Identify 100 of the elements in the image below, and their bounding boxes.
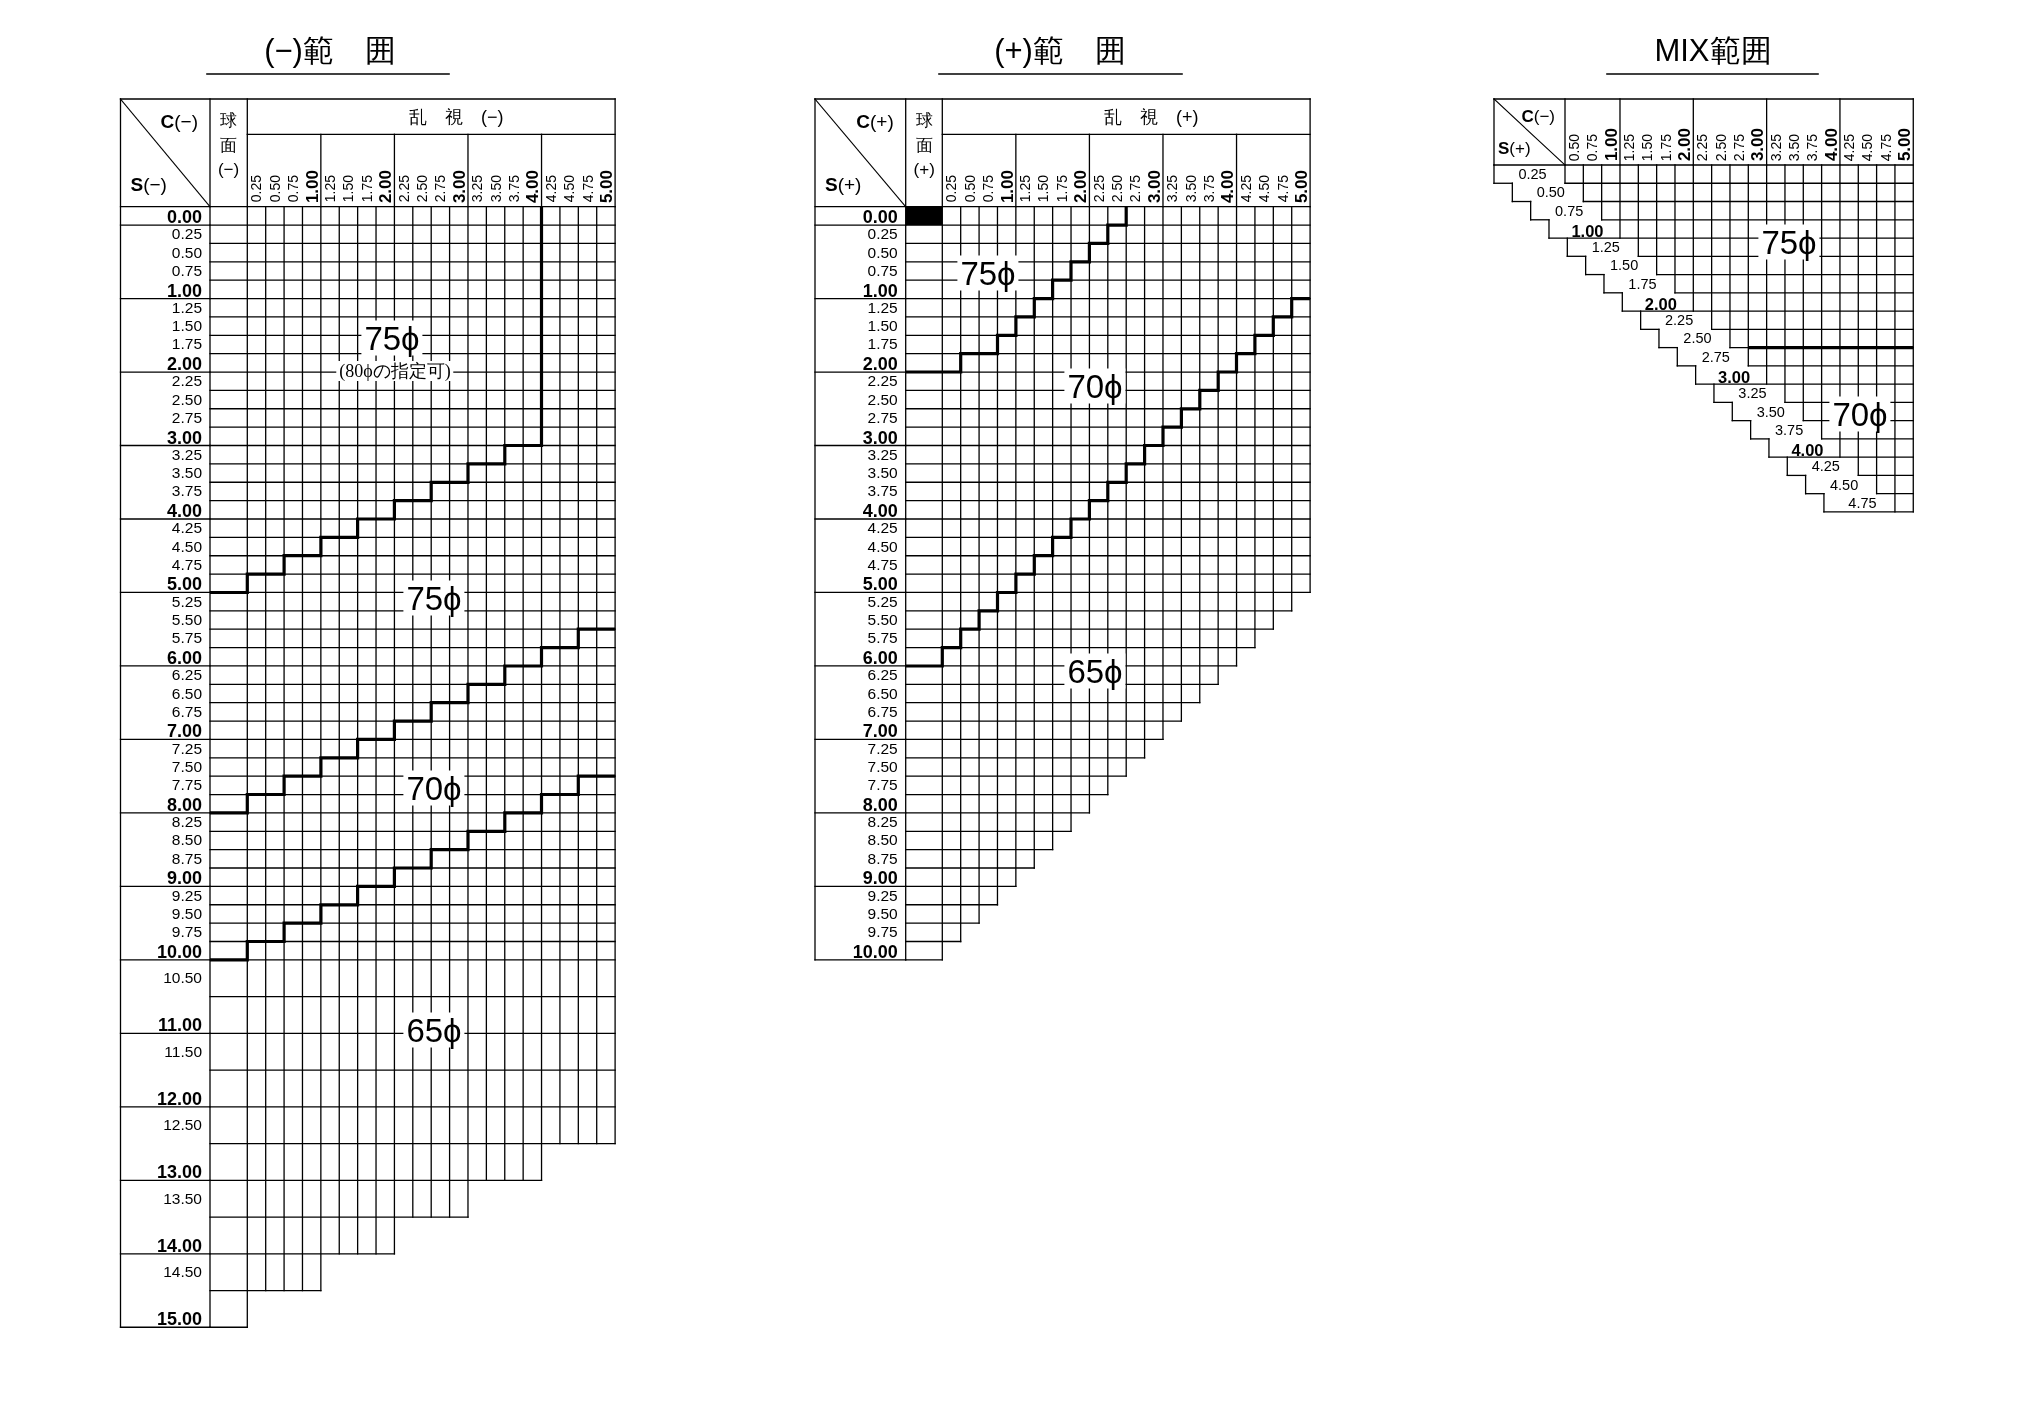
zone-label: 70ϕ (1829, 396, 1891, 432)
row-value: 0.75 (171, 263, 202, 279)
zone-note: (80ϕの指定可) (336, 361, 454, 381)
column-heading: 球面(−) (216, 110, 241, 182)
row-value: 2.25 (867, 373, 898, 389)
row-value: 7.50 (867, 759, 898, 775)
column-value: 1.25 (323, 175, 338, 203)
row-value: 1.25 (867, 300, 898, 316)
row-value: 10.00 (852, 942, 898, 961)
row-value: 5.00 (862, 575, 898, 594)
row-value: 1.00 (862, 281, 898, 300)
column-value: 0.25 (249, 175, 264, 203)
row-value: 9.50 (171, 906, 202, 922)
row-value: 4.75 (867, 557, 898, 573)
row-value: 6.25 (867, 667, 898, 683)
column-value: 4.00 (1218, 169, 1236, 203)
row-value: 3.00 (166, 428, 202, 447)
row-value: 6.50 (171, 685, 202, 702)
column-value: 4.75 (1275, 175, 1290, 203)
row-value: 8.50 (867, 832, 898, 849)
row-value: 3.50 (867, 465, 898, 481)
zone-label: 70ϕ (403, 770, 465, 806)
row-value: 7.00 (862, 722, 898, 741)
row-value: 3.25 (171, 446, 202, 463)
row-value: 1.00 (166, 281, 202, 300)
zone-label: 75ϕ (403, 580, 465, 616)
row-value: 6.75 (867, 704, 898, 720)
row-value: 1.50 (1610, 258, 1639, 273)
column-heading: 乱 視 (−) (408, 107, 504, 126)
row-value: 12.00 (156, 1089, 202, 1108)
column-value: 4.25 (1238, 175, 1253, 203)
row-value: 2.50 (1683, 331, 1712, 346)
column-value: 3.75 (1805, 133, 1820, 161)
row-value: 4.00 (862, 502, 898, 520)
row-value: 4.50 (171, 538, 202, 555)
column-value: 2.00 (376, 169, 394, 203)
row-value: 9.25 (171, 887, 202, 904)
row-value: 6.00 (862, 648, 898, 667)
column-value: 0.50 (962, 175, 977, 203)
column-value: 3.25 (1768, 133, 1783, 161)
zone-label: 75ϕ (957, 255, 1019, 291)
axis-label: S(+) (825, 174, 862, 194)
row-value: 2.50 (171, 391, 202, 408)
column-value: 4.50 (1860, 133, 1875, 161)
column-value: 0.50 (1567, 133, 1582, 161)
column-value: 5.00 (597, 169, 615, 203)
column-value: 4.50 (1257, 175, 1272, 203)
row-value: 3.75 (1775, 422, 1804, 437)
row-value: 4.00 (1791, 441, 1824, 459)
row-value: 8.25 (171, 814, 202, 830)
column-value: 4.25 (543, 175, 558, 203)
row-value: 3.00 (1718, 368, 1751, 386)
column-value: 3.25 (1165, 175, 1180, 203)
row-value: 1.75 (867, 336, 898, 353)
row-value: 2.00 (862, 355, 898, 374)
row-value: 5.50 (867, 612, 898, 628)
row-value: 6.75 (171, 704, 202, 720)
column-value: 2.25 (1091, 175, 1106, 203)
row-value: 5.75 (867, 630, 898, 647)
row-value: 5.25 (171, 593, 202, 610)
row-value: 3.50 (171, 465, 202, 481)
column-value: 4.50 (562, 175, 577, 203)
axis-label: C(−) (160, 111, 198, 131)
row-value: 4.00 (166, 502, 202, 520)
column-value: 3.25 (470, 175, 485, 203)
row-value: 12.50 (163, 1117, 202, 1133)
row-value: 9.75 (171, 924, 202, 941)
row-value: 1.00 (1571, 222, 1604, 240)
row-value: 8.00 (166, 795, 202, 814)
row-value: 2.00 (1644, 295, 1677, 313)
column-value: 4.25 (1842, 133, 1857, 161)
zone-label: 65ϕ (403, 1012, 465, 1048)
row-value: 4.50 (867, 538, 898, 555)
row-value: 7.75 (867, 777, 898, 794)
row-value: 1.50 (171, 318, 202, 334)
table-title: MIX範囲 (1654, 34, 1772, 66)
row-value: 3.75 (867, 483, 898, 500)
column-heading: 乱 視 (+) (1103, 107, 1199, 126)
row-value: 2.75 (171, 410, 202, 426)
column-value: 1.00 (1602, 127, 1620, 161)
column-value: 3.50 (1183, 175, 1198, 203)
row-value: 3.50 (1756, 404, 1785, 419)
row-value: 8.00 (862, 795, 898, 814)
column-value: 1.75 (1658, 133, 1673, 161)
row-value: 2.75 (1701, 349, 1730, 364)
axis-label: S(−) (130, 174, 167, 194)
row-value: 14.00 (156, 1236, 202, 1255)
column-value: 4.00 (523, 169, 541, 203)
row-value: 14.50 (163, 1264, 202, 1280)
column-value: 2.50 (1110, 175, 1124, 203)
column-value: 2.75 (1732, 133, 1747, 161)
row-value: 0.50 (867, 244, 898, 261)
row-value: 2.75 (867, 410, 898, 426)
column-value: 5.00 (1895, 127, 1913, 161)
column-value: 2.25 (396, 175, 411, 203)
row-value: 5.50 (171, 612, 202, 628)
column-value: 0.75 (1585, 133, 1600, 161)
row-value: 13.50 (163, 1190, 202, 1207)
row-value: 6.00 (166, 648, 202, 667)
row-value: 5.75 (171, 630, 202, 647)
